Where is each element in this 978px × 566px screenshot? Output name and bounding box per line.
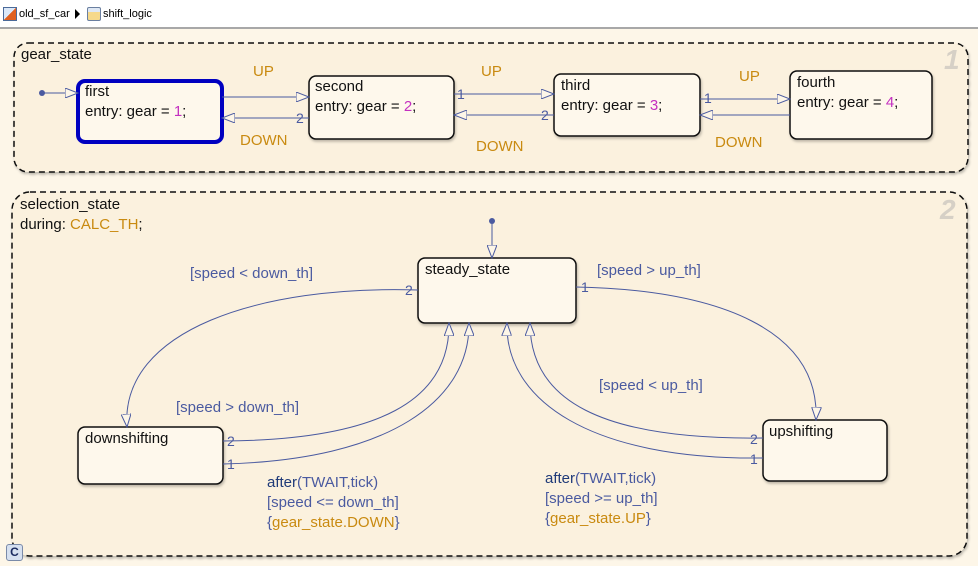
state-first-box[interactable]: [76, 79, 224, 144]
transition-order: 1: [750, 451, 758, 467]
state-downshifting-box[interactable]: [77, 426, 224, 485]
gear-value: 1: [173, 103, 183, 120]
transition-label-down-fire-condition[interactable]: [speed <= down_th]: [267, 494, 399, 511]
brace-open: {: [545, 510, 551, 527]
transition-down-to-steady-cancel[interactable]: [222, 323, 449, 442]
entry-prefix: entry: gear =: [315, 98, 404, 115]
after-args: (TWAIT,tick): [297, 474, 379, 491]
event-up-label[interactable]: UP: [253, 63, 274, 80]
selection-state-box[interactable]: [11, 191, 968, 557]
breadcrumb-bar: old_sf_car shift_logic: [0, 0, 978, 29]
gear-state-box[interactable]: [13, 42, 969, 173]
breadcrumb-chart[interactable]: shift_logic: [87, 6, 152, 22]
gear-state-order: 1: [944, 44, 960, 75]
state-second-entry: entry: gear = 2;: [315, 98, 416, 116]
breadcrumb-model-label: old_sf_car: [19, 8, 70, 20]
transition-steady-to-up[interactable]: [575, 286, 816, 420]
brace-close: }: [394, 514, 400, 531]
event-down-label[interactable]: DOWN: [240, 132, 288, 149]
transition-label-down-cancel[interactable]: [speed > down_th]: [176, 399, 300, 416]
state-third-name: third: [561, 77, 591, 94]
during-prefix: during:: [20, 216, 71, 233]
transition-order: 2: [227, 433, 235, 449]
entry-prefix: entry: gear =: [561, 97, 650, 114]
selection-state-title: selection_state: [20, 196, 121, 213]
state-fourth-box[interactable]: [789, 70, 933, 140]
state-steady-name: steady_state: [425, 261, 511, 278]
transition-label-down-fire-after[interactable]: after(TWAIT,tick): [267, 474, 378, 492]
transition-label-up-fire-condition[interactable]: [speed >= up_th]: [545, 490, 658, 507]
stateflow-canvas[interactable]: [0, 30, 978, 566]
breadcrumb-separator-icon: [75, 9, 80, 19]
after-args: (TWAIT,tick): [575, 470, 657, 487]
entry-prefix: entry: gear =: [85, 103, 174, 120]
state-upshifting-box[interactable]: [762, 419, 888, 482]
event-up-label[interactable]: UP: [481, 63, 502, 80]
entry-prefix: entry: gear =: [797, 94, 886, 111]
transition-order: 1: [457, 86, 465, 102]
transition-order: 1: [581, 279, 589, 295]
state-third-entry: entry: gear = 3;: [561, 97, 662, 115]
gear-state-title: gear_state: [21, 46, 92, 63]
event-down-label[interactable]: DOWN: [476, 138, 524, 155]
state-downshifting-name: downshifting: [85, 430, 169, 447]
entry-suffix: ;: [894, 94, 899, 111]
state-steady-box[interactable]: [417, 257, 577, 324]
chart-corner-badge-icon[interactable]: C: [6, 544, 23, 561]
transition-steady-to-down[interactable]: [127, 289, 419, 427]
state-second-name: second: [315, 78, 364, 95]
transition-label-up-fire-action[interactable]: {gear_state.UP}: [545, 510, 651, 528]
entry-suffix: ;: [658, 97, 663, 114]
transition-down-to-steady-fire[interactable]: [222, 323, 469, 465]
transition-label-steady-to-down[interactable]: [speed < down_th]: [190, 265, 314, 282]
breadcrumb-chart-label: shift_logic: [103, 8, 152, 20]
state-first-name: first: [85, 83, 110, 100]
transition-order: 2: [296, 110, 304, 126]
chart-diagram: [11, 42, 969, 557]
chart-icon: [87, 7, 101, 21]
event-up-label[interactable]: UP: [739, 68, 760, 85]
event-down-label[interactable]: DOWN: [715, 134, 763, 151]
brace-open: {: [267, 514, 273, 531]
selection-state-order: 2: [940, 194, 956, 225]
gear-value: 2: [403, 98, 413, 115]
transition-order: 2: [405, 282, 413, 298]
entry-suffix: ;: [412, 98, 417, 115]
transition-up-to-steady-cancel[interactable]: [530, 323, 764, 439]
entry-suffix: ;: [182, 103, 187, 120]
state-third-box[interactable]: [553, 73, 701, 137]
gear-value: 3: [649, 97, 659, 114]
state-first-entry: entry: gear = 1;: [85, 103, 186, 121]
broadcast-action: gear_state.UP: [550, 510, 646, 527]
state-upshifting-name: upshifting: [769, 423, 834, 440]
transition-order: 2: [750, 431, 758, 447]
selection-state-during: during: CALC_TH;: [20, 216, 143, 234]
gear-value: 4: [885, 94, 895, 111]
after-keyword: after: [545, 470, 576, 487]
transition-order: 1: [704, 90, 712, 106]
transition-label-up-cancel[interactable]: [speed < up_th]: [599, 377, 703, 394]
during-suffix: ;: [138, 216, 143, 233]
during-action: CALC_TH: [70, 216, 139, 233]
state-second-box[interactable]: [308, 75, 455, 140]
model-icon: [3, 7, 17, 21]
state-fourth-name: fourth: [797, 74, 836, 91]
transition-label-down-fire-action[interactable]: {gear_state.DOWN}: [267, 514, 400, 532]
brace-close: }: [645, 510, 651, 527]
transition-label-steady-to-up[interactable]: [speed > up_th]: [597, 262, 701, 279]
broadcast-action: gear_state.DOWN: [272, 514, 395, 531]
after-keyword: after: [267, 474, 298, 491]
transition-label-up-fire-after[interactable]: after(TWAIT,tick): [545, 470, 656, 488]
state-fourth-entry: entry: gear = 4;: [797, 94, 898, 112]
breadcrumb-model[interactable]: old_sf_car: [3, 6, 70, 22]
transition-up-to-steady-fire[interactable]: [507, 323, 764, 459]
transition-order: 1: [227, 456, 235, 472]
transition-order: 2: [541, 107, 549, 123]
